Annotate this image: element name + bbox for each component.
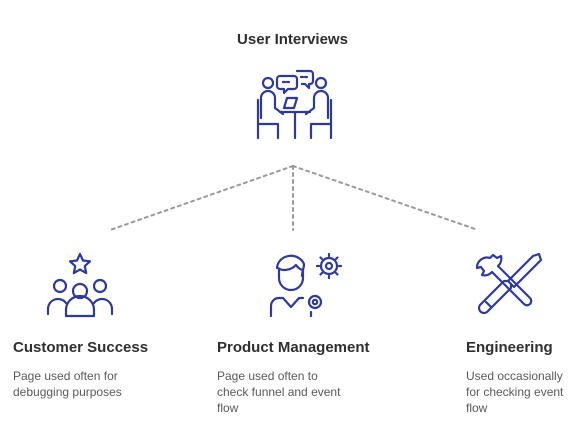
- manager-gear-icon: [269, 252, 343, 318]
- connectors: [109, 165, 479, 231]
- description-line: Used occasionally: [466, 369, 563, 383]
- engineering-description: Used occasionally for checking event flo…: [466, 368, 563, 416]
- product-management-title: Product Management: [217, 339, 370, 356]
- connector-engineering: [292, 165, 479, 231]
- wrench-screwdriver-icon: [475, 252, 543, 315]
- engineering-title: Engineering: [466, 339, 553, 356]
- product-management-description: Page used often to check funnel and even…: [217, 368, 340, 416]
- connector-customer-success: [109, 165, 294, 231]
- customer-success-description: Page used often for debugging purposes: [13, 368, 122, 400]
- description-line: Page used often to: [217, 369, 318, 383]
- customer-success-title: Customer Success: [13, 339, 149, 356]
- root-title: User Interviews: [237, 31, 348, 48]
- interview-meeting-icon: [256, 69, 333, 140]
- description-line: flow: [217, 401, 239, 415]
- description-line: flow: [466, 401, 488, 415]
- description-line: debugging purposes: [13, 385, 122, 399]
- description-line: for checking event: [466, 385, 564, 399]
- description-line: Page used often for: [13, 369, 118, 383]
- team-star-icon: [46, 252, 114, 318]
- description-line: check funnel and event: [217, 385, 341, 399]
